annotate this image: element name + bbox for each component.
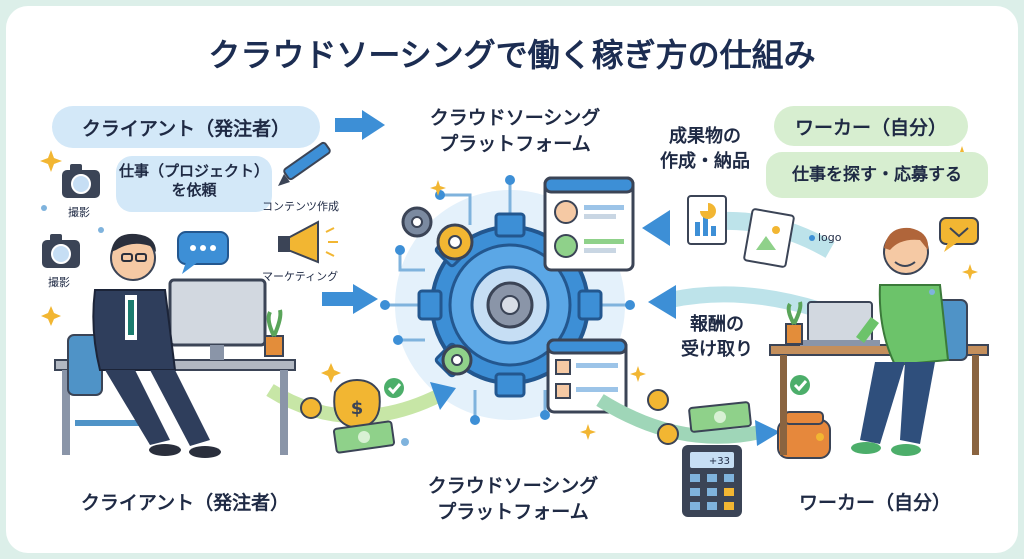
request-bubble-line2: を依頼 [171,180,217,199]
logo-bullet [809,235,815,241]
platform-bottom-label: クラウドソーシング プラットフォーム [398,474,628,525]
reward-label: 報酬の 受け取り [662,312,772,362]
payout-arrow [596,394,762,444]
money-bag-icon: $ [333,378,381,430]
image-document-icon [743,208,795,268]
deliverable-label-line2: 作成・納品 [660,151,750,173]
task-label-marketing: マーケティング [262,270,339,283]
banknote-icon [688,401,752,433]
worker-action-bubble: 仕事を探す・応募する [766,152,988,198]
arrow-left-icon [642,210,670,246]
platform-top-label-line2: プラットフォーム [439,132,591,155]
task-label-photo: 撮影 [48,276,70,289]
arrow-left-icon [648,285,676,319]
small-gear-icon [401,206,474,376]
page-title: クラウドソーシングで働く稼ぎ方の仕組み [208,36,816,74]
worker-pill: ワーカー（自分） [774,106,968,146]
request-bubble-line1: 仕事（プロジェクト） [118,162,269,180]
arrow-right-icon [322,110,385,314]
deliverable-label-line1: 成果物の [669,126,741,147]
platform-bottom-label-line2: プラットフォーム [437,500,589,523]
svg-text:+33: +33 [709,456,730,467]
chat-bubble-icon [177,231,229,274]
wallet-icon [777,411,831,459]
request-bubble: 仕事（プロジェクト） を依頼 [116,156,272,212]
arrow-right-icon [755,420,780,446]
reward-arrow [668,286,823,318]
platform-bottom-label-line1: クラウドソーシング [427,475,599,497]
camera-icon [42,234,80,268]
report-document-icon [687,195,727,245]
worker-desk-scene [769,227,989,456]
client-bottom-label: クライアント（発注者） [80,492,290,514]
client-pill: クライアント（発注者） [52,106,320,148]
pen-icon [278,141,331,186]
task-label-photo: 撮影 [68,206,90,219]
arrow-up-right-icon [430,382,456,410]
profile-window-bottom [546,338,628,414]
logo-label: logo [818,231,842,244]
client-desk-scene [54,233,296,458]
profile-window-top [543,176,635,272]
chat-bubble-icon [939,217,979,252]
megaphone-icon [278,220,338,264]
calculator-icon: +33 [682,445,742,517]
platform-top-label: クラウドソーシング プラットフォーム [400,106,630,157]
coin-icon [300,389,679,445]
deliverable-label: 成果物の 作成・納品 [650,124,760,174]
check-icon [384,375,810,398]
task-label-content: コンテンツ作成 [262,200,339,213]
platform-top-label-line1: クラウドソーシング [429,107,601,129]
camera-icon [62,164,100,198]
svg-text:$: $ [351,398,364,419]
reward-label-line1: 報酬の [690,314,744,335]
banknote-icon [333,420,395,454]
reward-label-line2: 受け取り [681,339,753,361]
worker-bottom-label: ワーカー（自分） [798,492,951,514]
